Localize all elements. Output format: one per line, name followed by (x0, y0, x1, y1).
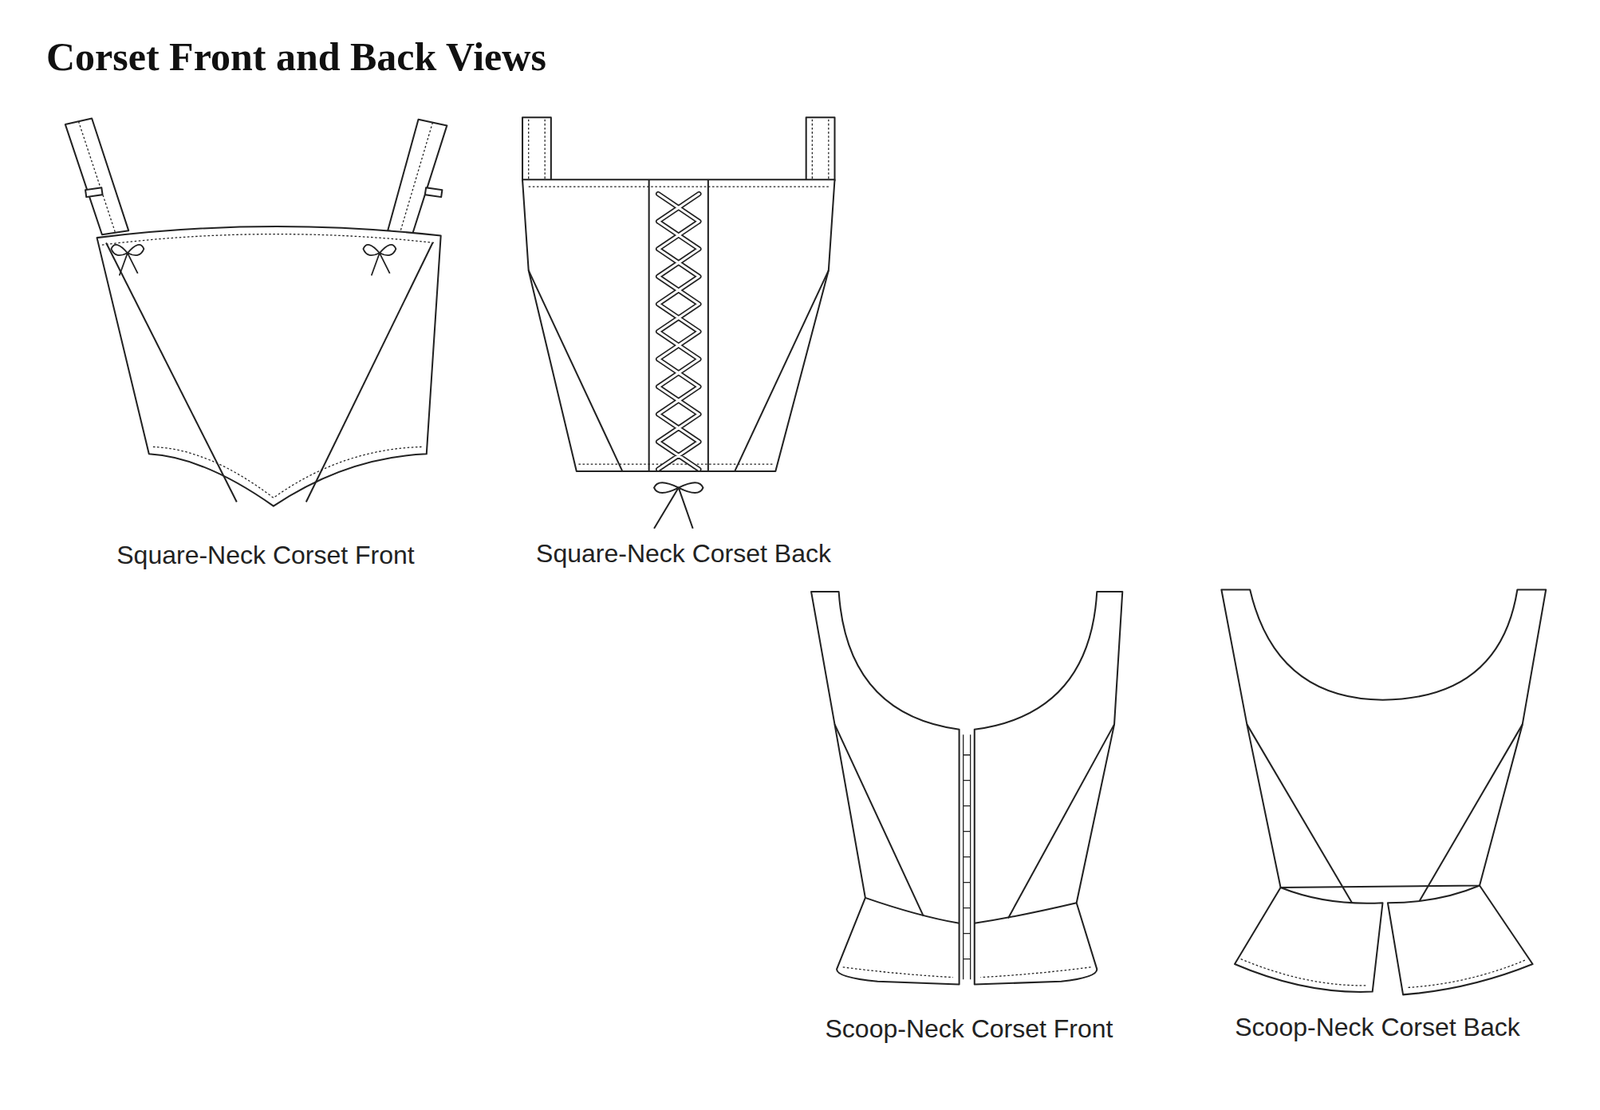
page-title: Corset Front and Back Views (46, 33, 547, 80)
square-neck-back (522, 117, 835, 529)
figure-caption: Scoop-Neck Corset Back (1234, 1012, 1520, 1043)
figure-caption: Scoop-Neck Corset Front (824, 1014, 1113, 1045)
square-neck-front (65, 118, 447, 506)
scoop-neck-front (811, 591, 1123, 986)
figure-caption: Square-Neck Corset Front (116, 540, 414, 571)
scoop-neck-back (1221, 589, 1546, 995)
figure-caption: Square-Neck Corset Back (535, 539, 832, 569)
